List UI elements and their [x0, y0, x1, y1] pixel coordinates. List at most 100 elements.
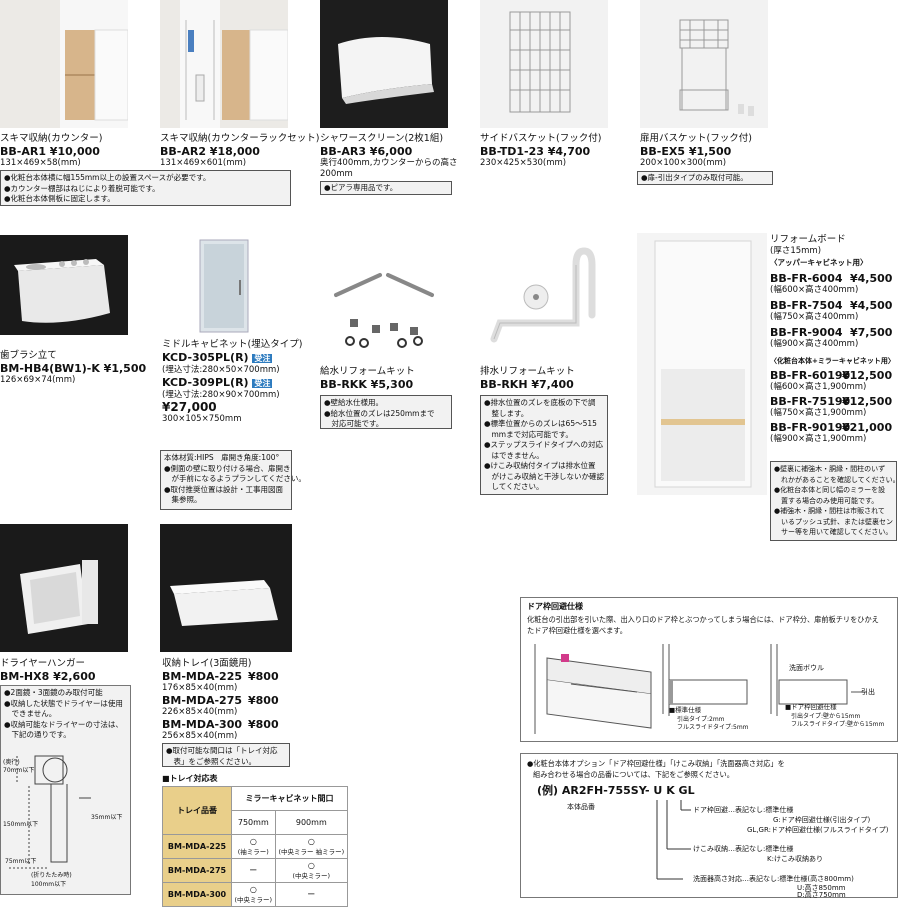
product-name: シャワースクリーン(2枚1組) — [320, 133, 444, 144]
product-price: ¥800 — [248, 718, 279, 731]
product-code-price: BB-AR1 ¥10,000 — [0, 145, 100, 158]
panel-title: ドア枠回避仕様 — [527, 602, 583, 611]
dim-label: (折りたたみ時) — [31, 872, 72, 879]
table-row: BM-MDA-300 ○(中央ミラー) ー — [162, 882, 349, 907]
product-photo-reform-board — [637, 233, 767, 495]
dim-label: 35mm以下 — [91, 814, 123, 821]
product-dimensions: (埋込寸法:280×90×700mm) — [162, 390, 280, 400]
note-dryer-hanger: ●2面鏡・3面鏡のみ取付可能 ●収納した状態でドライヤーは使用 できません。 ●… — [0, 685, 131, 895]
option-body-label: 本体品番 — [567, 803, 595, 811]
dim-label: 70mm以下 — [3, 767, 35, 774]
product-photo-toothbrush-stand — [0, 235, 128, 335]
section-label: 〈化粧台本体+ミラーキャビネット用〉 — [770, 357, 895, 365]
option-line: けこみ収納…表記なし:標準仕様 — [693, 845, 794, 853]
product-name: 給水リフォームキット — [320, 366, 415, 377]
panel-desc: たドア枠回避仕様を選べます。 — [527, 626, 627, 635]
product-code-price: BB-TD1-23 ¥4,700 — [480, 145, 591, 158]
product-code: BM-MDA-275 — [162, 694, 243, 707]
product-code-price: BB-EX5 ¥1,500 — [640, 145, 732, 158]
board-item: BB-FR-9004¥7,500 (幅900×高さ400mm) — [770, 326, 893, 349]
product-code-price: BM-HX8 ¥2,600 — [0, 670, 96, 683]
product-photo-drain-kit — [480, 235, 608, 363]
table-row: BM-MDA-275 ー ○(中央ミラー) — [162, 858, 349, 883]
label-bowl: 洗面ボウル — [789, 664, 824, 672]
product-name: サイドバスケット(フック付) — [480, 133, 602, 144]
product-photo-bb-ar3 — [320, 0, 448, 128]
option-line: GL,GR:ドア枠回避仕様(フルスライドタイプ) — [747, 826, 889, 834]
std-label: ■標準仕様 — [669, 706, 702, 714]
option-line: 洗面器高さ対応…表記なし:標準仕様(高さ800mm) — [693, 875, 854, 883]
product-dimensions: 131×469×601(mm) — [160, 158, 247, 168]
board-item: BB-FR-6004¥4,500 (幅600×高さ400mm) — [770, 272, 893, 295]
product-dimensions: 200×100×300(mm) — [640, 158, 727, 168]
section-label: 〈アッパーキャビネット用〉 — [770, 258, 868, 267]
product-name: 収納トレイ(3面鏡用) — [162, 658, 252, 669]
product-code-price: BB-RKK ¥5,300 — [320, 378, 414, 391]
product-price: ¥800 — [248, 670, 279, 683]
product-photo-bb-ex5 — [640, 0, 768, 128]
option-line: D:高さ750mm — [797, 891, 846, 899]
product-code: KCD-309PL(R) — [162, 376, 249, 389]
label-pull: 引出 — [861, 688, 875, 696]
product-dimensions: 176×85×40(mm) — [162, 683, 238, 693]
product-code: BM-MDA-300 — [162, 718, 243, 731]
product-dimensions: 奥行400mm,カウンターからの高さ — [320, 158, 458, 168]
product-code-price: BM-HB4(BW1)-K ¥1,500 — [0, 362, 147, 375]
note-drain-kit: ●排水位置のズレを底板の下で調 整します。 ●標準位置からのズレは65～515 … — [480, 395, 608, 495]
product-dimensions: 126×69×74(mm) — [0, 375, 76, 385]
product-code-price: BB-AR2 ¥18,000 — [160, 145, 260, 158]
option-line: ドア枠回避…表記なし:標準仕様 — [693, 806, 794, 814]
option-line: K:けこみ収納あり — [767, 855, 823, 863]
product-photo-bb-ar1 — [0, 0, 128, 128]
dim-label: 100mm以下 — [31, 881, 67, 888]
board-item: BB-FR-60190¥12,500 (幅600×高さ1,900mm) — [770, 369, 893, 392]
product-name: 扉用バスケット(フック付) — [640, 133, 752, 144]
product-photo-middle-cabinet — [160, 235, 288, 335]
dim-label: 75mm以下 — [5, 858, 37, 865]
option-line: U:高さ850mm — [797, 884, 846, 892]
product-name: 排水リフォームキット — [480, 366, 575, 377]
note-bb-ar: ●化粧台本体横に幅155mm以上の設置スペースが必要です。 ●カウンター棚部はね… — [0, 170, 291, 206]
product-name: スキマ収納(カウンターラックセット) — [160, 133, 320, 144]
option-intro: ●化粧台本体オプション「ドア枠回避仕様」「けこみ収納」「洗面器高さ対応」を — [527, 759, 785, 768]
option-intro: 組み合わせる場合の品番については、下記をご参照ください。 — [533, 770, 734, 779]
avoid-detail: フルスライドタイプ:壁から15mm — [791, 721, 885, 728]
tray-compat-table: トレイ品番 ミラーキャビネット間口 750mm 900mm BM-MDA-225… — [162, 786, 349, 907]
panel-desc: 化粧台の引出部を引いた際、出入り口のドア枠とぶつかってしまう場合には、ドア枠分、… — [527, 615, 879, 624]
product-dimensions: 226×85×40(mm) — [162, 707, 238, 717]
product-code-price: BB-AR3 ¥6,000 — [320, 145, 413, 158]
std-detail: 引出タイプ:2mm — [677, 716, 725, 723]
product-name: ドライヤーハンガー — [0, 658, 86, 669]
option-line: G:ドア枠回避仕様(引出タイプ) — [773, 816, 871, 824]
reform-board-title: リフォームボード — [770, 234, 846, 245]
board-item: BB-FR-7504¥4,500 (幅750×高さ400mm) — [770, 299, 893, 322]
product-dimensions: 300×105×750mm — [162, 414, 242, 424]
avoid-detail: 引出タイプ:壁から15mm — [791, 713, 861, 720]
product-code: KCD-305PL(R) — [162, 351, 249, 364]
door-frame-panel: ドア枠回避仕様 化粧台の引出部を引いた際、出入り口のドア枠とぶつかってしまう場合… — [520, 597, 898, 742]
product-photo-bb-ar2 — [160, 0, 288, 128]
note-bb-ar3: ●ピアラ専用品です。 — [320, 181, 452, 195]
std-detail: フルスライドタイプ:5mm — [677, 724, 749, 731]
product-name: 歯ブラシ立て — [0, 350, 57, 361]
note-storage-tray: ●取付可能な間口は「トレイ対応 表」をご参照ください。 — [162, 743, 290, 767]
product-photo-supply-kit — [320, 235, 448, 363]
product-dimensions: 131×469×58(mm) — [0, 158, 81, 168]
note-middle-cabinet: 本体材質:HIPS 扉開き角度:100° ●側面の壁に取り付ける場合、扉開き が… — [160, 450, 306, 510]
table-row: BM-MDA-225 ○(袖ミラー) ○(中央ミラー 袖ミラー) — [162, 834, 349, 859]
note-bb-ex5: ●扉-引出タイプのみ取付可能。 — [637, 171, 773, 185]
tray-table-title: ■トレイ対応表 — [162, 774, 218, 783]
product-price: ¥27,000 — [162, 400, 217, 414]
product-dimensions: (埋込寸法:280×50×700mm) — [162, 365, 280, 375]
board-item: BB-FR-90190¥21,000 (幅900×高さ1,900mm) — [770, 421, 893, 444]
product-name: スキマ収納(カウンター) — [0, 133, 103, 144]
product-code-price: BB-RKH ¥7,400 — [480, 378, 574, 391]
product-photo-dryer-hanger — [0, 524, 128, 652]
note-reform-board: ●壁裏に補強木・胴縁・間柱のいず れかがあることを確認してください。 ●化粧台本… — [770, 461, 900, 541]
product-photo-bb-td1-23 — [480, 0, 608, 128]
avoid-label: ■ドア枠回避仕様 — [785, 703, 837, 711]
product-dimensions: 230×425×530(mm) — [480, 158, 567, 168]
dim-label: 150mm以下 — [3, 821, 39, 828]
product-dimensions: 256×85×40(mm) — [162, 731, 238, 741]
option-example: (例) AR2FH-755SY- U K GL — [537, 784, 695, 797]
